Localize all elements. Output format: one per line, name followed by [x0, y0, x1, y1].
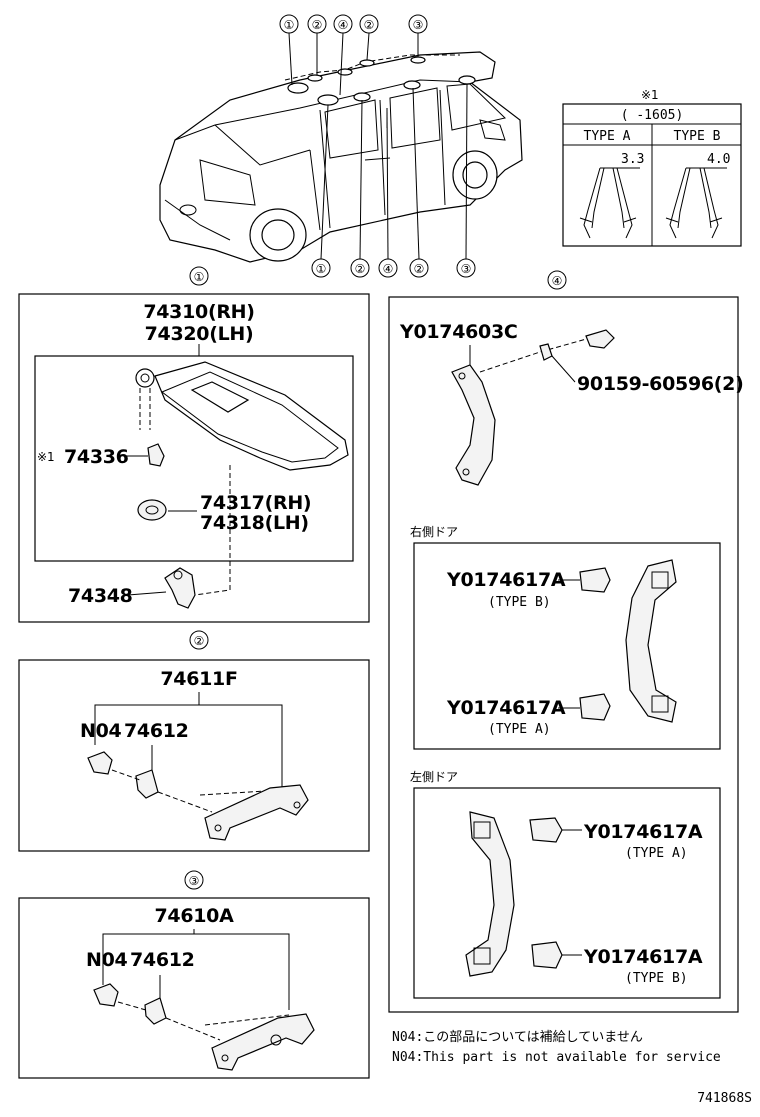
top-callouts: ① ② ④ ② ③ [279, 14, 428, 96]
part-90159-60596: 90159-60596(2) [577, 373, 743, 395]
callout-top-4: ② [364, 18, 375, 32]
n04-label-section-3: N04 [86, 949, 128, 971]
part-74610a: 74610A [154, 905, 234, 927]
part-74318-lh: 74318(LH) [200, 512, 309, 534]
left-door-cap-type-a-label: (TYPE A) [625, 846, 688, 861]
section-2-assist-grip: ② 74611F N04 74612 [18, 630, 370, 852]
table-dim-a: 3.3 [621, 152, 644, 167]
callout-top-1: ① [284, 18, 295, 32]
callout-bottom-3: ④ [383, 262, 394, 276]
part-74612-section-2: 74612 [124, 720, 189, 742]
right-door-label: 右側ドア [410, 524, 458, 539]
callout-top-5: ③ [413, 18, 424, 32]
section-3-assist-grip: ③ 74610A N04 74612 [18, 870, 370, 1079]
n04-label-section-2: N04 [80, 720, 122, 742]
clip-note-mark: ※1 [37, 450, 55, 464]
callout-top-3: ④ [338, 18, 349, 32]
section-2-marker: ② [194, 634, 205, 648]
part-74348: 74348 [68, 585, 133, 607]
section-3-marker: ③ [189, 874, 200, 888]
left-door-cap-type-a-part: Y0174617A [583, 821, 703, 843]
left-door-cap-type-b-label: (TYPE B) [625, 971, 688, 986]
note-n04-english: N04:This part is not available for servi… [392, 1050, 721, 1065]
callout-bottom-1: ① [316, 262, 327, 276]
right-door-cap-type-a-label: (TYPE A) [488, 722, 551, 737]
part-y0174603c: Y0174603C [399, 321, 518, 343]
table-note-mark: ※1 [641, 88, 659, 102]
table-col-type-a: TYPE A [584, 129, 631, 144]
right-door-cap-type-b-label: (TYPE B) [488, 595, 551, 610]
left-door-label: 左側ドア [410, 769, 458, 784]
section-4-marker: ④ [552, 274, 563, 288]
part-74611f: 74611F [160, 668, 237, 690]
callout-bottom-5: ③ [461, 262, 472, 276]
footnotes: N04:この部品については補給していません N04:This part is n… [392, 1030, 752, 1106]
table-dim-b: 4.0 [707, 152, 730, 167]
section-1-marker: ① [194, 270, 205, 284]
table-col-type-b: TYPE B [674, 129, 721, 144]
part-74320-lh: 74320(LH) [145, 323, 254, 345]
note-n04-japanese: N04:この部品については補給していません [392, 1030, 643, 1045]
section-4-door-grips: ④ Y0174603C 90159-60596(2) 右側ドア Y0174617… [388, 270, 744, 1013]
callout-bottom-4: ② [414, 262, 425, 276]
section-1-sun-visor: ① 74310(RH) 74320(LH) ※1 74336 74317(RH)… [18, 266, 370, 623]
right-door-cap-type-a-part: Y0174617A [446, 697, 566, 719]
bottom-callouts: ① ② ④ ② ③ [311, 83, 476, 278]
table-range: ( -1605) [621, 108, 684, 123]
callout-top-2: ② [312, 18, 323, 32]
part-74317-rh: 74317(RH) [200, 492, 311, 514]
vehicle-illustration [159, 51, 523, 263]
part-74310-rh: 74310(RH) [143, 301, 254, 323]
drawing-number: 741868S [697, 1091, 752, 1106]
callout-bottom-2: ② [355, 262, 366, 276]
right-door-cap-type-b-part: Y0174617A [446, 569, 566, 591]
left-door-cap-type-b-part: Y0174617A [583, 946, 703, 968]
clip-type-table: ※1 ( -1605) TYPE A TYPE B 3.3 4.0 [562, 88, 742, 247]
part-74336: 74336 [64, 446, 129, 468]
part-74612-section-3: 74612 [130, 949, 195, 971]
